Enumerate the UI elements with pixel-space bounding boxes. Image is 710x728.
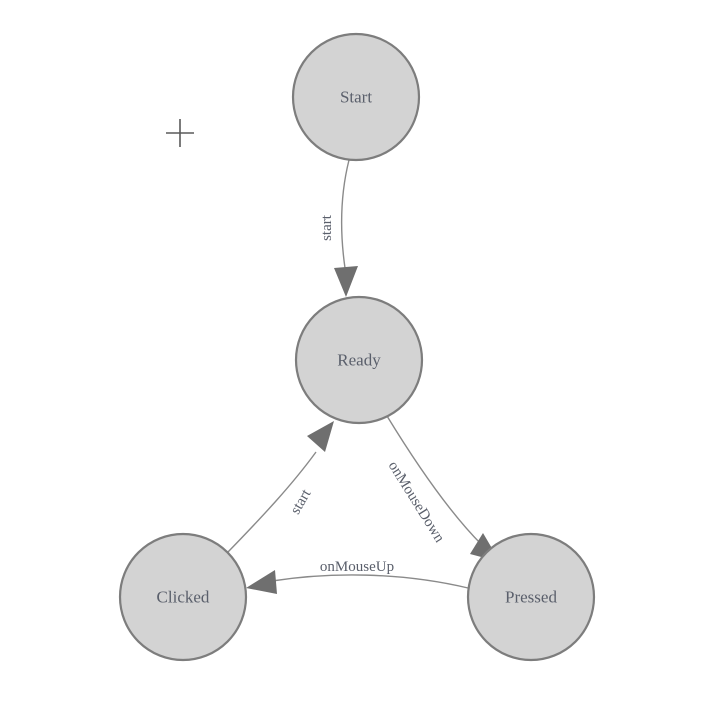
node-start[interactable]: Start <box>291 32 421 162</box>
node-start-label: Start <box>340 88 372 107</box>
edge-start-to-ready-arrowhead <box>334 266 358 297</box>
node-start-circle <box>291 32 421 162</box>
edge-clicked-to-ready-label: start <box>288 486 315 517</box>
edge-start-to-ready-line <box>341 159 350 269</box>
node-ready-label: Ready <box>337 351 381 370</box>
edge-clicked-to-ready-arrowhead <box>307 421 334 452</box>
edge-pressed-to-clicked-label: onMouseUp <box>320 559 394 575</box>
edge-clicked-to-ready-line <box>227 451 317 553</box>
edge-pressed-to-clicked[interactable]: onMouseUp <box>246 559 469 594</box>
crosshair-icon <box>166 119 194 147</box>
edge-start-to-ready[interactable]: start <box>319 159 358 297</box>
edge-pressed-to-clicked-arrowhead <box>246 570 277 594</box>
node-ready[interactable]: Ready <box>294 295 424 425</box>
node-clicked-label: Clicked <box>157 588 210 607</box>
node-ready-circle <box>294 295 424 425</box>
node-pressed-circle <box>466 532 596 662</box>
edge-start-to-ready-label: start <box>319 214 335 241</box>
edge-pressed-to-clicked-line <box>271 574 469 589</box>
edge-clicked-to-ready[interactable]: start <box>227 421 334 553</box>
edge-ready-to-pressed-label: onMouseDown <box>385 459 448 546</box>
edge-ready-to-pressed[interactable]: onMouseDown <box>385 415 500 562</box>
node-clicked-circle <box>118 532 248 662</box>
node-pressed[interactable]: Pressed <box>466 532 596 662</box>
node-clicked[interactable]: Clicked <box>118 532 248 662</box>
node-pressed-label: Pressed <box>505 588 557 607</box>
edge-ready-to-pressed-line <box>386 415 483 546</box>
